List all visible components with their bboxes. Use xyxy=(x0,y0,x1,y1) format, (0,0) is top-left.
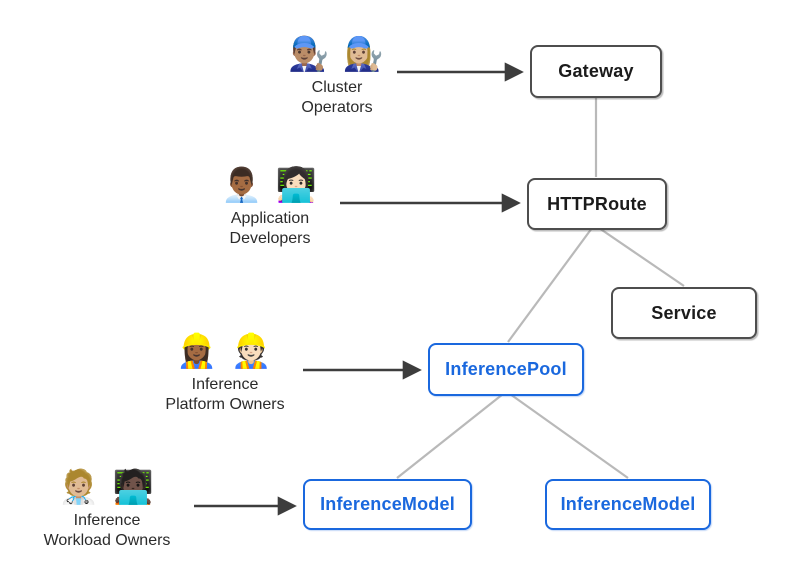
actor-inference-platform-owners: 👷🏾‍♀️ 👷🏻 Inference Platform Owners xyxy=(155,330,295,415)
actor-application-developers: 👨🏾‍💼 👩🏻‍💻 Application Developers xyxy=(205,164,335,249)
node-service: Service xyxy=(611,287,757,339)
edge-inferencepool-inferencemodel-1 xyxy=(396,393,504,479)
node-label: InferenceModel xyxy=(560,494,696,514)
actor-label: Application Developers xyxy=(229,210,311,247)
node-label: InferencePool xyxy=(445,359,567,379)
node-label: Gateway xyxy=(558,61,634,81)
actor-label: Cluster Operators xyxy=(301,79,373,116)
mechanics-icon: 👨🏽‍🔧 👩🏼‍🔧 xyxy=(288,35,386,72)
actor-label: Inference Platform Owners xyxy=(165,376,285,413)
construction-workers-icon: 👷🏾‍♀️ 👷🏻 xyxy=(176,332,274,369)
actor-cluster-operators: 👨🏽‍🔧 👩🏼‍🔧 Cluster Operators xyxy=(272,33,402,118)
health-worker-technologist-icon: 🧑🏼‍⚕️ 🧑🏿‍💻 xyxy=(58,468,156,505)
office-worker-technologist-icon: 👨🏾‍💼 👩🏻‍💻 xyxy=(221,166,319,203)
actor-inference-workload-owners: 🧑🏼‍⚕️ 🧑🏿‍💻 Inference Workload Owners xyxy=(28,466,186,551)
edge-httproute-inferencepool xyxy=(507,227,593,343)
node-label: HTTPRoute xyxy=(547,193,647,214)
node-gateway: Gateway xyxy=(530,45,662,98)
edge-inferencepool-inferencemodel-2 xyxy=(509,393,629,479)
node-label: InferenceModel xyxy=(320,494,455,514)
actor-label: Inference Workload Owners xyxy=(43,512,171,549)
node-inferencemodel-2: InferenceModel xyxy=(545,479,711,530)
node-inferencemodel-1: InferenceModel xyxy=(303,479,472,530)
node-httproute: HTTPRoute xyxy=(527,178,667,230)
edge-httproute-service xyxy=(598,227,685,287)
node-inferencepool: InferencePool xyxy=(428,343,584,396)
node-label: Service xyxy=(651,302,717,323)
